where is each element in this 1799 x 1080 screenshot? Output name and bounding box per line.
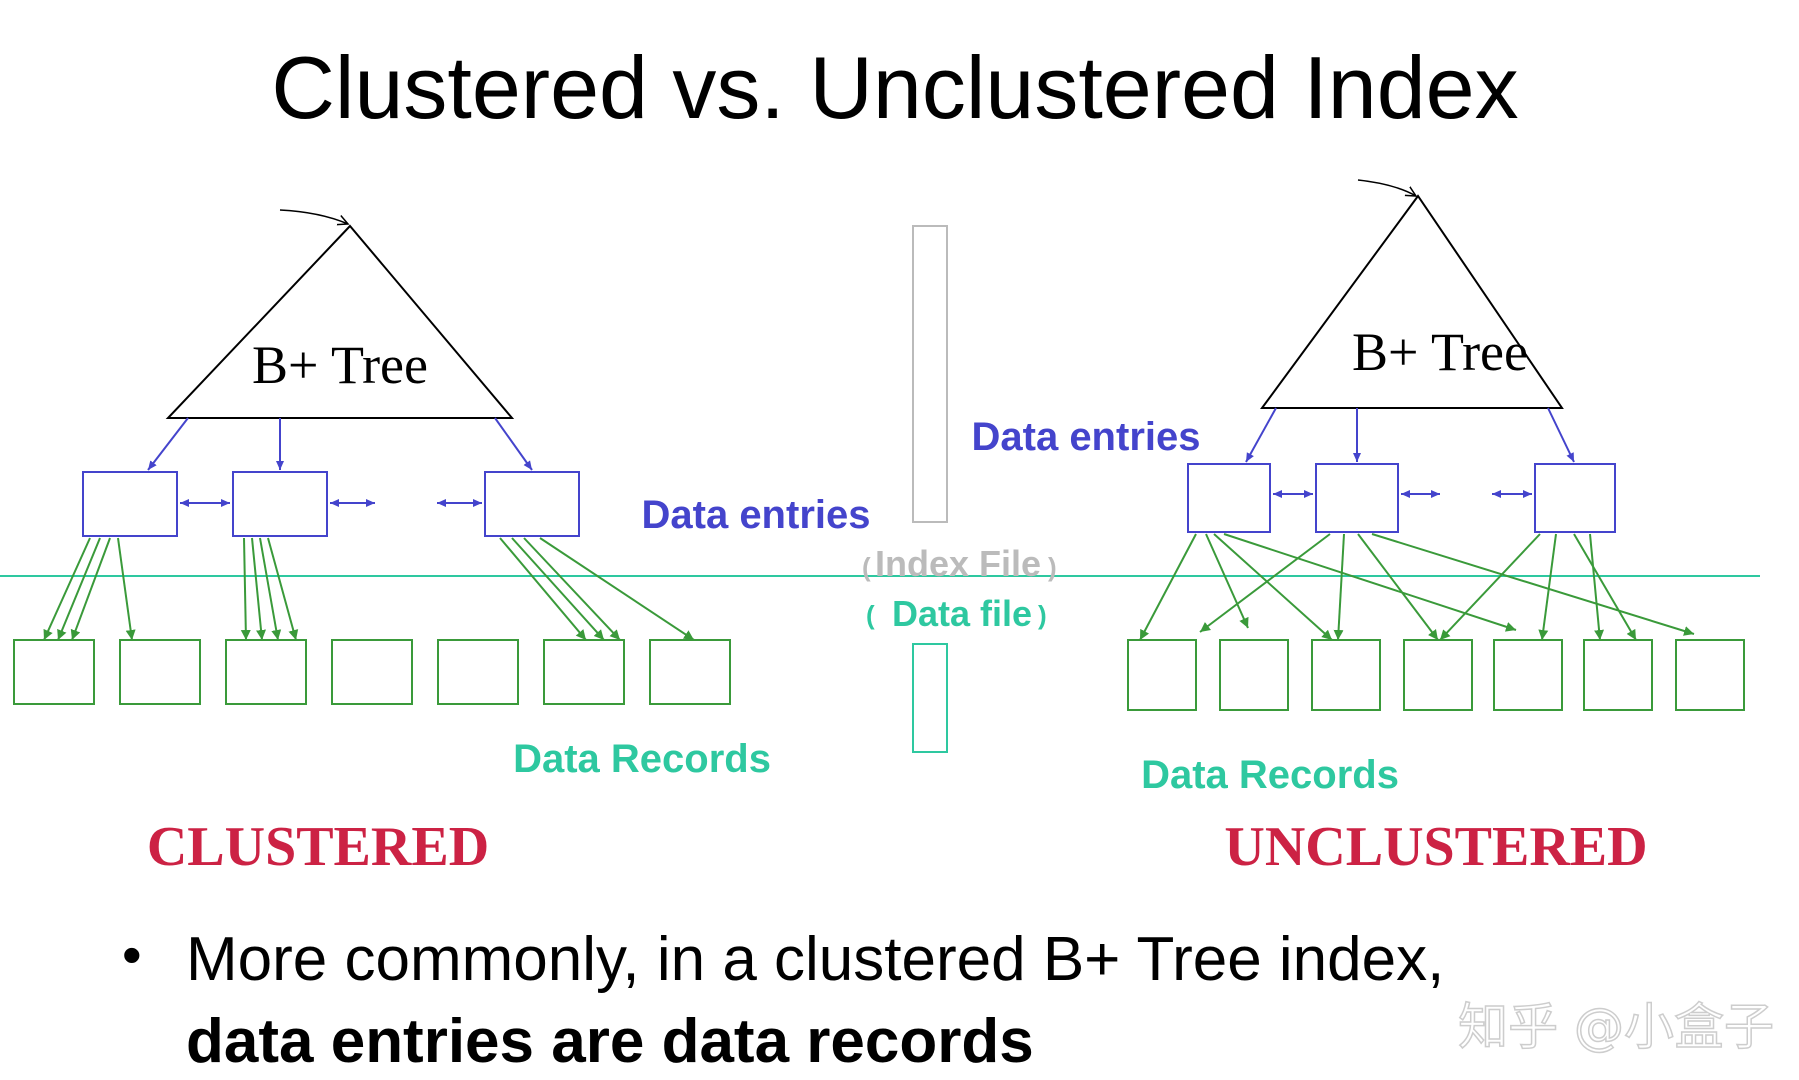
data-file-paren-close: )	[1038, 600, 1047, 630]
index-file-paren-close: )	[1048, 552, 1057, 582]
bullet-line-2: data entries are data records	[186, 1007, 1034, 1076]
data-entry-node	[1187, 463, 1271, 533]
data-record-page	[1311, 639, 1381, 711]
data-record-page	[225, 639, 307, 705]
root-pointer-arrow	[1357, 179, 1416, 196]
data-record-pages	[1127, 639, 1745, 711]
entries-to-records-arrows	[43, 537, 695, 641]
data-record-pages	[13, 639, 731, 705]
bullet-point: • More commonly, in a clustered B+ Tree …	[122, 923, 1444, 1076]
data-entry-node	[1534, 463, 1616, 533]
entries-to-records-arrows	[1139, 533, 1695, 641]
data-records-label: Data Records	[1141, 753, 1399, 797]
data-record-page	[543, 639, 625, 705]
data-record-page	[649, 639, 731, 705]
data-records-label: Data Records	[513, 737, 771, 781]
data-file-box	[912, 643, 948, 753]
data-record-page	[1675, 639, 1745, 711]
data-record-page	[1127, 639, 1197, 711]
data-entries-label: Data entries	[972, 415, 1201, 459]
unclustered-caption: UNCLUSTERED	[1224, 816, 1647, 878]
data-record-page	[119, 639, 201, 705]
root-pointer-arrow	[279, 209, 348, 224]
data-record-page	[13, 639, 95, 705]
data-entry-node	[232, 471, 328, 537]
clustered-diagram: B+ Tree	[13, 209, 871, 878]
b-plus-tree-triangle	[1260, 194, 1564, 409]
slide-title: Clustered vs. Unclustered Index	[271, 38, 1518, 137]
index-file-label: Index File	[875, 543, 1041, 584]
unclustered-diagram: B+ Tree	[972, 179, 1745, 878]
data-record-page	[1403, 639, 1473, 711]
tree-to-entries-arrows	[147, 417, 533, 471]
b-plus-tree-triangle	[165, 224, 515, 419]
watermark: 知乎 @小盒子	[1458, 998, 1774, 1056]
tree-to-entries-arrows	[1245, 407, 1575, 463]
bullet-line-1: More commonly, in a clustered B+ Tree in…	[186, 925, 1444, 994]
data-entries-label: Data entries	[642, 493, 871, 537]
data-record-page	[437, 639, 519, 705]
data-entry-nodes	[82, 471, 580, 537]
index-file-paren-open: (	[862, 552, 871, 582]
data-record-page	[1493, 639, 1563, 711]
data-entry-node	[484, 471, 580, 537]
data-file-label: Data file	[892, 593, 1032, 634]
data-record-page	[1219, 639, 1289, 711]
b-plus-tree-label: B+ Tree	[252, 335, 428, 395]
index-file-box	[912, 225, 948, 523]
clustered-caption: CLUSTERED	[147, 816, 489, 878]
b-plus-tree-label: B+ Tree	[1352, 322, 1528, 382]
data-record-page	[331, 639, 413, 705]
data-file-paren-open: (	[866, 600, 875, 630]
data-record-page	[1583, 639, 1653, 711]
data-entry-nodes	[1187, 463, 1616, 533]
data-entry-node	[82, 471, 178, 537]
bullet-marker: •	[122, 923, 142, 986]
file-legend: ( Index File ) ( Data file )	[862, 225, 1057, 753]
data-entry-node	[1315, 463, 1399, 533]
